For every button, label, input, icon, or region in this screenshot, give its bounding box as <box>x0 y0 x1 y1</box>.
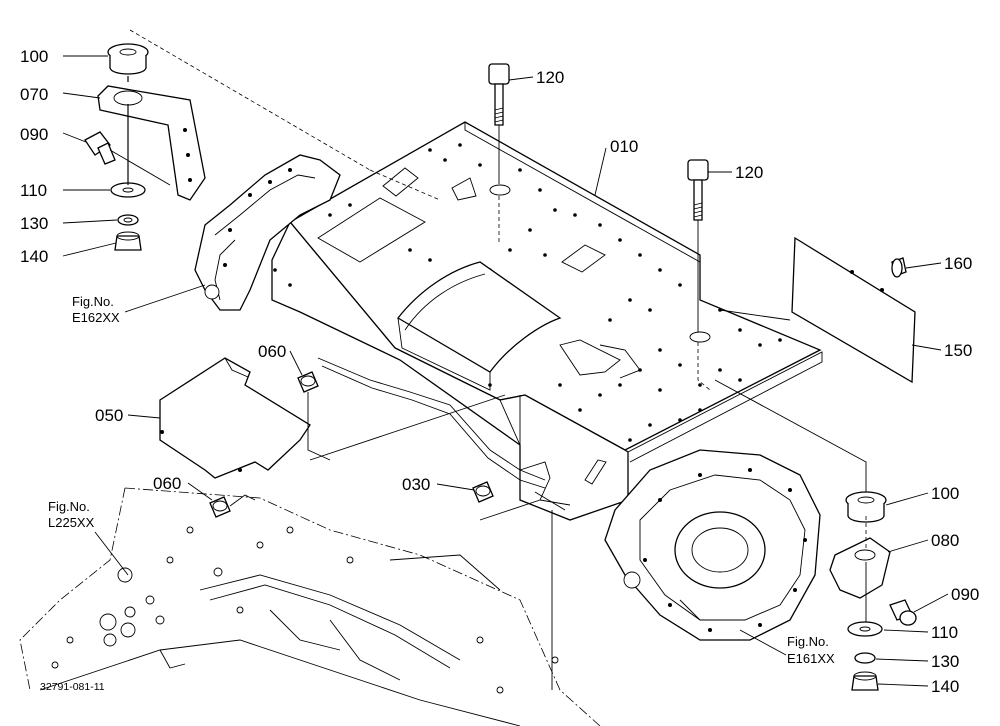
stud-090-bottom <box>889 599 917 626</box>
bracket-080 <box>829 537 891 599</box>
callout-labels: 100 070 090 110 130 140 120 120 010 160 … <box>20 47 979 696</box>
figref-e161-code: E161XX <box>787 651 835 666</box>
callout-090-bottom: 090 <box>951 585 979 604</box>
callout-120-right: 120 <box>735 163 763 182</box>
washer-110-top <box>110 182 146 198</box>
callout-010: 010 <box>610 137 638 156</box>
bolt-120-right <box>687 159 709 221</box>
callout-140-bottom: 140 <box>931 677 959 696</box>
nut-140-bottom <box>851 671 879 691</box>
washer-110-bottom <box>847 621 883 637</box>
frame-pipe-run <box>317 357 571 511</box>
bolt-160 <box>891 257 907 278</box>
stud-090-top <box>84 131 116 165</box>
callout-110-top: 110 <box>20 181 47 200</box>
mount-rubber-100-top <box>107 43 149 75</box>
callout-150: 150 <box>944 341 972 360</box>
main-frame-010 <box>271 121 823 521</box>
callout-050: 050 <box>95 406 123 425</box>
bolt-060-lower <box>209 496 231 518</box>
callout-130-top: 130 <box>20 214 48 233</box>
floor-plate-holes <box>51 526 559 694</box>
leader-lines <box>62 55 949 687</box>
lockwasher-130-bottom <box>854 652 876 664</box>
bolt-060-upper <box>297 371 319 393</box>
figref-e162-label: Fig.No. <box>72 294 114 309</box>
figref-e162-code: E162XX <box>72 310 120 325</box>
callout-110-bottom: 110 <box>931 623 958 642</box>
left-housing-reference <box>194 154 341 311</box>
right-housing-reference <box>604 449 821 641</box>
frame-holes <box>273 143 782 442</box>
callout-090-top: 090 <box>20 125 48 144</box>
callout-160: 160 <box>944 254 972 273</box>
callout-080: 080 <box>931 531 959 550</box>
assembly-lines <box>109 29 867 690</box>
lockwasher-130-top <box>117 214 139 226</box>
bracket-070 <box>97 85 206 201</box>
callout-140-top: 140 <box>20 247 48 266</box>
callout-130-bottom: 130 <box>931 652 959 671</box>
callout-060-upper: 060 <box>258 342 286 361</box>
figref-l225-code: L225XX <box>48 515 95 530</box>
cover-050 <box>159 357 311 479</box>
frame-shroud <box>397 261 562 391</box>
callout-030: 030 <box>402 475 430 494</box>
callout-100-top: 100 <box>20 47 48 66</box>
callout-100-bottom: 100 <box>931 484 959 503</box>
figref-e161-label: Fig.No. <box>787 634 829 649</box>
document-id: 32791-081-11 <box>40 681 105 693</box>
plate-150 <box>791 236 916 384</box>
callout-060-lower: 060 <box>153 474 181 493</box>
figure-references: Fig.No. E162XX Fig.No. L225XX Fig.No. E1… <box>48 294 835 666</box>
figref-l225-label: Fig.No. <box>48 499 90 514</box>
callout-070: 070 <box>20 85 48 104</box>
callout-120-left: 120 <box>536 68 564 87</box>
bolt-030 <box>472 481 494 503</box>
bolt-120-left <box>488 63 510 126</box>
floor-plate-reference <box>19 487 601 726</box>
nut-140-top <box>114 231 142 251</box>
